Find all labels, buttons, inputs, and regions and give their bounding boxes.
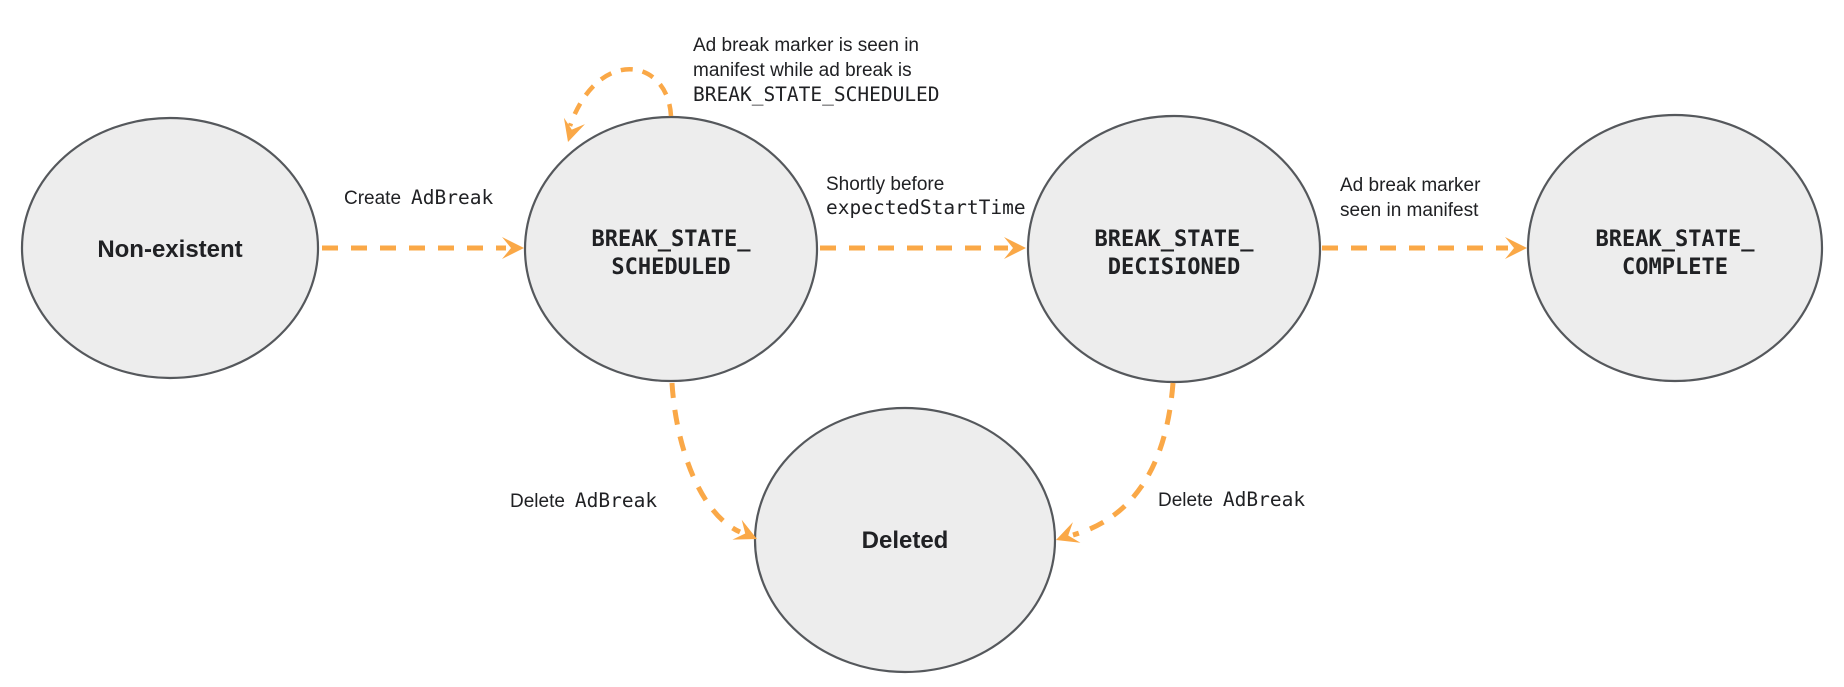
transition-arrow-self-loop-scheduled [567, 67, 674, 127]
state-label-complete-line2: COMPLETE [1622, 255, 1728, 280]
transition-label-to-decisioned-line1: Shortly before [826, 174, 944, 195]
transition-label-create-adbreak: Create AdBreak [344, 186, 493, 209]
label-code-text: AdBreak [411, 186, 493, 209]
transition-arrow-delete-from-scheduled [669, 382, 742, 535]
label-text: Delete [1158, 490, 1213, 511]
transition-label-to-decisioned-line2: expectedStartTime [826, 196, 1026, 219]
state-node-break-state-complete [1526, 113, 1824, 383]
state-node-non-existent [20, 116, 320, 380]
arrowhead-icon [1505, 237, 1527, 259]
transition-label-delete-from-decisioned: Delete AdBreak [1158, 488, 1305, 511]
transition-label-self-loop-line1: Ad break marker is seen in [693, 35, 919, 56]
label-text: Delete [510, 491, 565, 512]
state-label-non-existent: Non-existent [97, 236, 242, 263]
label-text: Create [344, 188, 401, 209]
label-code-text: AdBreak [1223, 488, 1305, 511]
label-code-text: AdBreak [575, 489, 657, 512]
state-node-deleted [753, 406, 1057, 674]
transition-arrow-delete-from-decisioned [1072, 382, 1176, 538]
state-label-scheduled-line2: SCHEDULED [611, 255, 730, 280]
transition-label-delete-from-scheduled: Delete AdBreak [510, 489, 657, 512]
state-label-decisioned-line2: DECISIONED [1108, 255, 1240, 280]
state-label-scheduled-line1: BREAK_STATE_ [592, 227, 752, 252]
transition-label-to-complete-line1: Ad break marker [1340, 175, 1481, 196]
transition-label-self-loop-line3: BREAK_STATE_SCHEDULED [693, 83, 940, 106]
state-node-break-state-decisioned [1026, 114, 1322, 384]
state-label-deleted: Deleted [862, 527, 949, 554]
state-label-complete-line1: BREAK_STATE_ [1596, 227, 1756, 252]
transition-label-to-complete-line2: seen in manifest [1340, 200, 1479, 221]
transition-label-self-loop-line2: manifest while ad break is [693, 60, 912, 81]
state-label-decisioned-line1: BREAK_STATE_ [1095, 227, 1255, 252]
state-node-break-state-scheduled [523, 115, 819, 383]
arrowhead-icon [557, 117, 585, 146]
